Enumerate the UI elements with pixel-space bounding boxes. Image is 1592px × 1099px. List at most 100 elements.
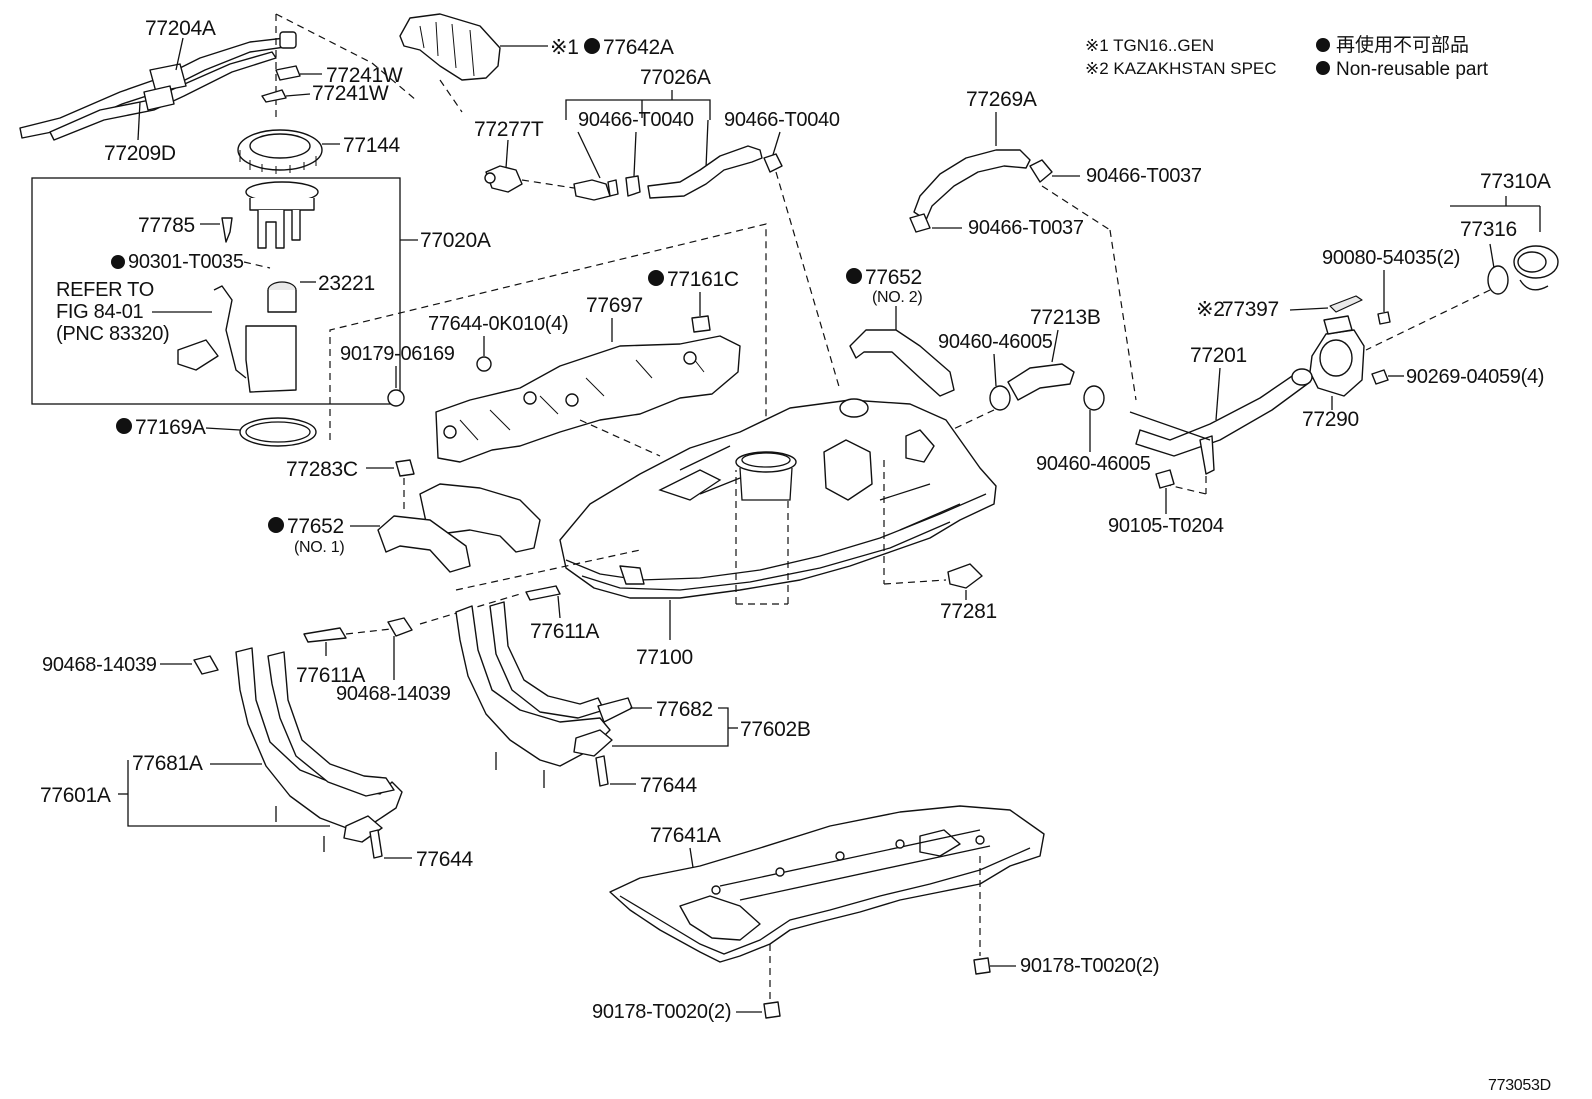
part-label-77644[interactable]: 77644: [416, 848, 474, 871]
part-label-77602B[interactable]: 77602B: [740, 718, 811, 741]
part-label-77641A[interactable]: 77641A: [650, 824, 721, 847]
leader-line: [505, 139, 509, 169]
part-label-90466-T0040[interactable]: 90466-T0040: [724, 109, 840, 131]
part-label-90468-14039[interactable]: 90468-14039: [336, 683, 451, 705]
part-label-77601A[interactable]: 77601A: [40, 784, 111, 807]
gasket-icon[interactable]: [1487, 265, 1509, 295]
skid-plate-icon[interactable]: [609, 805, 1045, 963]
part-label-77611A[interactable]: 77611A: [296, 664, 366, 687]
filler-box-icon[interactable]: [1309, 315, 1365, 397]
part-label-90460-46005[interactable]: 90460-46005: [1036, 453, 1151, 475]
part-label-77277T[interactable]: 77277T: [474, 118, 544, 141]
part-label-77652[interactable]: 77652: [287, 515, 344, 538]
valve-icon[interactable]: [484, 165, 523, 193]
part-label-77026A[interactable]: 77026A: [640, 66, 711, 89]
part-label-90105-T0204[interactable]: 90105-T0204: [1108, 515, 1224, 537]
part-label-77209D[interactable]: 77209D: [104, 142, 176, 165]
part-label-77785[interactable]: 77785: [138, 214, 195, 237]
label-plate-icon[interactable]: [1329, 295, 1363, 313]
part-label-77213B[interactable]: 77213B: [1030, 306, 1101, 329]
part-label-77161C[interactable]: 77161C: [667, 268, 739, 291]
tank-band-icon[interactable]: [455, 601, 633, 788]
hose-clamp-icon[interactable]: [1083, 385, 1105, 411]
part-label-no2: (NO. 2): [872, 289, 922, 306]
clip-icon[interactable]: [193, 655, 219, 675]
part-label-77169A[interactable]: 77169A: [135, 416, 206, 439]
gasket-icon[interactable]: [239, 417, 317, 447]
protector-icon[interactable]: [377, 483, 541, 573]
fuel-pump-icon[interactable]: [177, 181, 319, 393]
screw-icon[interactable]: [1377, 311, 1391, 325]
part-label-77644-0K010[interactable]: 77644-0K010(4): [428, 313, 569, 335]
cover-icon[interactable]: [399, 13, 501, 81]
screw-icon[interactable]: [1371, 369, 1389, 385]
retainer-ring-icon[interactable]: [237, 129, 323, 174]
fuel-cap-icon[interactable]: [1513, 245, 1559, 291]
nut-icon[interactable]: [763, 1001, 781, 1019]
clip-icon[interactable]: [691, 315, 711, 333]
heat-insulator-icon[interactable]: [435, 335, 741, 463]
protector-icon[interactable]: [849, 329, 955, 397]
part-label-77290[interactable]: 77290: [1302, 408, 1359, 431]
clip-icon[interactable]: [275, 65, 301, 81]
leader-dash: [329, 223, 767, 444]
part-label-77269A[interactable]: 77269A: [966, 88, 1037, 111]
part-label-77697[interactable]: 77697: [586, 294, 643, 317]
part-label-77144[interactable]: 77144: [343, 134, 401, 157]
part-label-90080-54035[interactable]: 90080-54035(2): [1322, 247, 1460, 269]
fuel-line-assembly-icon[interactable]: [19, 31, 297, 141]
part-label-90178-T0020[interactable]: 90178-T0020(2): [1020, 955, 1160, 977]
part-label-77652[interactable]: 77652: [865, 266, 922, 289]
part-label-77310A[interactable]: 77310A: [1480, 170, 1551, 193]
part-label-77281[interactable]: 77281: [940, 600, 997, 623]
clip-icon[interactable]: [261, 89, 287, 103]
part-label-77283C[interactable]: 77283C: [286, 458, 358, 481]
clip-icon[interactable]: [947, 563, 983, 589]
hose-icon[interactable]: [1007, 363, 1075, 401]
part-label-77241W[interactable]: 77241W: [312, 82, 389, 105]
tank-band-icon[interactable]: [235, 647, 403, 859]
part-label-90460-46005[interactable]: 90460-46005: [938, 331, 1053, 353]
bolt-icon[interactable]: [525, 585, 561, 601]
part-label-90301-T0035[interactable]: 90301-T0035: [128, 251, 244, 273]
fuel-tank-icon[interactable]: [559, 398, 997, 599]
hose-clamp-icon[interactable]: [763, 153, 783, 173]
nut-icon[interactable]: [476, 356, 492, 372]
part-label-77682[interactable]: 77682: [656, 698, 713, 721]
hose-clamp-icon[interactable]: [1029, 159, 1053, 183]
part-label-77611A[interactable]: 77611A: [530, 620, 600, 643]
part-label-90468-14039[interactable]: 90468-14039: [42, 654, 157, 676]
part-label-90466-T0037[interactable]: 90466-T0037: [1086, 165, 1202, 187]
part-label-90179-06169[interactable]: 90179-06169: [340, 343, 455, 365]
refer-to-line2[interactable]: FIG 84-01: [56, 301, 144, 323]
part-label-77204A[interactable]: 77204A: [145, 17, 216, 40]
part-label-90466-T0037[interactable]: 90466-T0037: [968, 217, 1084, 239]
pin-icon[interactable]: [221, 217, 233, 243]
nut-icon[interactable]: [973, 957, 991, 975]
part-label-77201[interactable]: 77201: [1190, 344, 1247, 367]
part-label-77241W[interactable]: 77241W: [326, 64, 403, 87]
part-label-90466-T0040[interactable]: 90466-T0040: [578, 109, 694, 131]
check-valve-icon[interactable]: [573, 179, 619, 201]
hose-icon[interactable]: [647, 145, 763, 199]
part-label-77020A[interactable]: 77020A: [420, 229, 491, 252]
part-label-23221[interactable]: 23221: [318, 272, 375, 295]
hose-clamp-icon[interactable]: [625, 175, 641, 197]
bolt-icon[interactable]: [303, 627, 347, 643]
part-label-77642A[interactable]: 77642A: [603, 36, 674, 59]
clip-icon[interactable]: [395, 459, 415, 477]
grommet-icon[interactable]: [387, 389, 405, 407]
hose-clamp-icon[interactable]: [909, 213, 931, 233]
hose-clamp-icon[interactable]: [989, 385, 1011, 411]
part-label-77397[interactable]: 77397: [1222, 298, 1279, 321]
bolt-icon[interactable]: [1155, 469, 1175, 489]
part-label-77681A[interactable]: 77681A: [132, 752, 203, 775]
part-label-77644[interactable]: 77644: [640, 774, 698, 797]
part-label-90269-04059[interactable]: 90269-04059(4): [1406, 366, 1544, 388]
part-label-77316[interactable]: 77316: [1460, 218, 1517, 241]
part-label-90178-T0020[interactable]: 90178-T0020(2): [592, 1001, 732, 1023]
part-label-77100[interactable]: 77100: [636, 646, 693, 669]
filler-pipe-icon[interactable]: [1129, 368, 1313, 475]
clip-icon[interactable]: [387, 617, 413, 637]
hose-icon[interactable]: [913, 149, 1031, 221]
